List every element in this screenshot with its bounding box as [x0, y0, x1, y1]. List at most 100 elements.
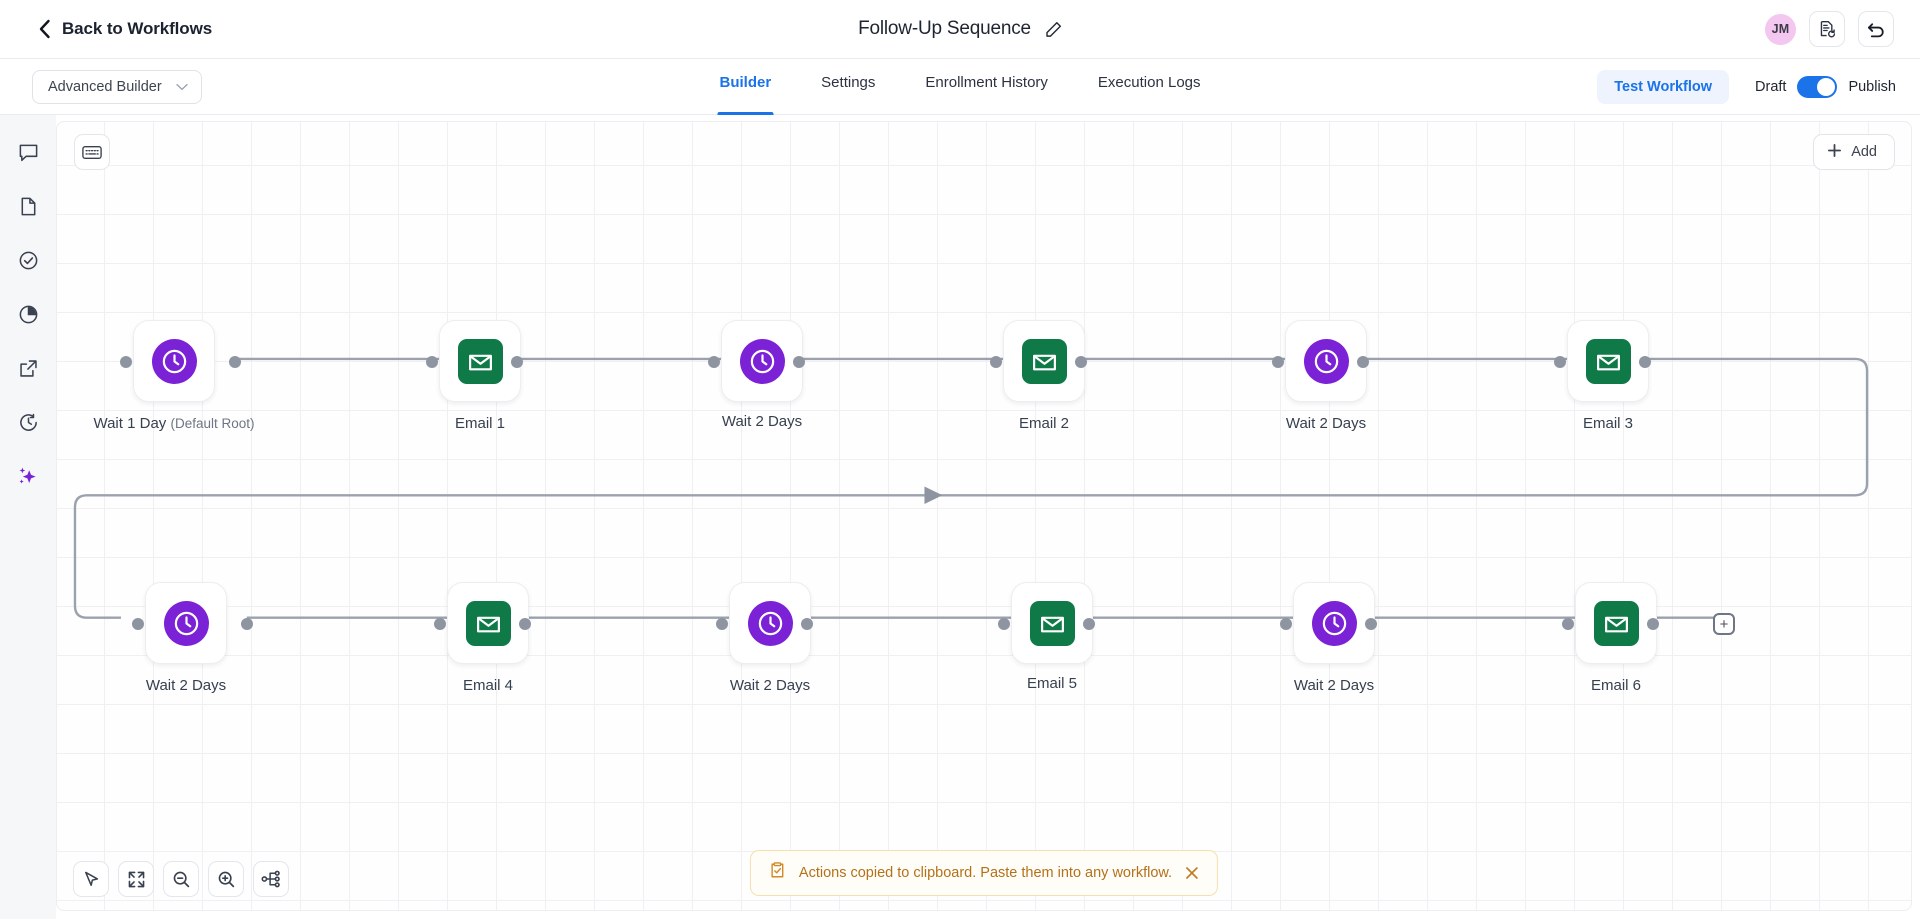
tab-bar-actions: Test Workflow Draft Publish: [1597, 69, 1896, 104]
back-to-workflows-label: Back to Workflows: [62, 19, 213, 38]
chevron-down-icon: [176, 79, 188, 95]
envelope-icon: [1585, 338, 1631, 384]
node-label-email-3: Email 3: [1583, 415, 1633, 432]
node-wait-2-days-b[interactable]: [1285, 320, 1367, 402]
node-port-in[interactable]: [120, 356, 132, 368]
node-email-4[interactable]: [447, 582, 529, 664]
node-port-out[interactable]: [1647, 618, 1659, 630]
node-port-in[interactable]: [1554, 356, 1566, 368]
label-main: Wait 2 Days: [1293, 677, 1375, 694]
node-port-out[interactable]: [519, 618, 531, 630]
node-port-in[interactable]: [708, 356, 720, 368]
node-email-1[interactable]: [439, 320, 521, 402]
node-port-out[interactable]: [1365, 618, 1377, 630]
tab-settings[interactable]: Settings: [821, 74, 876, 91]
label-main: Email 6: [1590, 677, 1642, 694]
tab-list: Builder Settings Enrollment History Exec…: [694, 59, 1225, 115]
node-label-wait-2-days-e: Wait 2 Days: [1294, 677, 1374, 694]
label-main: Email 2: [1018, 415, 1070, 432]
clock-history-icon[interactable]: [13, 407, 43, 437]
page-title: Follow-Up Sequence: [858, 18, 1031, 39]
node-port-out[interactable]: [241, 618, 253, 630]
label-main: Wait 2 Days: [729, 677, 811, 694]
node-port-out[interactable]: [1357, 356, 1369, 368]
tree-layout-icon[interactable]: [253, 861, 289, 897]
clock-icon: [151, 338, 197, 384]
plus-icon: [1827, 143, 1842, 162]
check-circle-icon[interactable]: [13, 245, 43, 275]
publish-toggle[interactable]: [1797, 75, 1838, 98]
node-port-out[interactable]: [1075, 356, 1087, 368]
test-workflow-button[interactable]: Test Workflow: [1597, 69, 1730, 104]
label-main: Email 1: [454, 415, 506, 432]
external-link-icon[interactable]: [13, 353, 43, 383]
top-header-bar: Back to Workflows Follow-Up Sequence JM: [0, 0, 1920, 59]
node-label-wait-2-days-a: Wait 2 Days: [722, 413, 802, 430]
toast-notification: Actions copied to clipboard. Paste them …: [749, 850, 1219, 896]
node-wait-1-day[interactable]: [133, 320, 215, 402]
builder-mode-select[interactable]: Advanced Builder: [32, 69, 202, 104]
close-icon[interactable]: [1185, 866, 1199, 880]
add-node-button[interactable]: Add: [1813, 134, 1895, 170]
node-email-3[interactable]: [1567, 320, 1649, 402]
zoom-in-icon[interactable]: [208, 861, 244, 897]
keyboard-icon[interactable]: [74, 134, 110, 170]
node-wait-2-days-e[interactable]: [1293, 582, 1375, 664]
envelope-icon: [457, 338, 503, 384]
undo-arrow-icon[interactable]: [1858, 11, 1894, 47]
node-wait-2-days-d[interactable]: [729, 582, 811, 664]
node-port-out[interactable]: [1083, 618, 1095, 630]
label-main: Email 5: [1026, 675, 1078, 692]
zoom-out-icon[interactable]: [163, 861, 199, 897]
node-port-out[interactable]: [793, 356, 805, 368]
node-port-in[interactable]: [998, 618, 1010, 630]
node-port-in[interactable]: [1562, 618, 1574, 630]
node-port-in[interactable]: [1272, 356, 1284, 368]
node-wait-2-days-c[interactable]: [145, 582, 227, 664]
label-main: Wait 2 Days: [721, 413, 803, 430]
builder-mode-label: Advanced Builder: [48, 78, 162, 95]
node-email-2[interactable]: [1003, 320, 1085, 402]
header-actions: JM: [1765, 11, 1894, 47]
pencil-icon[interactable]: [1045, 21, 1062, 38]
tab-builder[interactable]: Builder: [694, 59, 796, 115]
node-label-wait-2-days-d: Wait 2 Days: [730, 677, 810, 694]
node-port-out[interactable]: [229, 356, 241, 368]
node-email-5[interactable]: [1011, 582, 1093, 664]
label-main: Wait 2 Days: [145, 677, 227, 694]
clipboard-check-icon: [769, 862, 786, 884]
document-icon[interactable]: [13, 191, 43, 221]
node-label-wait-1-day: Wait 1 Day (Default Root): [93, 415, 254, 432]
node-port-in[interactable]: [426, 356, 438, 368]
node-label-email-4: Email 4: [463, 677, 513, 694]
workflow-canvas[interactable]: Add: [56, 121, 1912, 911]
back-to-workflows-button[interactable]: Back to Workflows: [38, 19, 212, 39]
tab-execution-logs[interactable]: Execution Logs: [1097, 74, 1201, 91]
sparkles-icon[interactable]: [13, 461, 43, 491]
chat-bubble-icon[interactable]: [13, 137, 43, 167]
label-main: Wait 1 Day: [93, 415, 167, 432]
node-port-out[interactable]: [1639, 356, 1651, 368]
node-label-email-5: Email 5: [1027, 675, 1077, 692]
node-port-in[interactable]: [716, 618, 728, 630]
avatar[interactable]: JM: [1765, 13, 1796, 45]
draft-label: Draft: [1755, 78, 1787, 95]
add-next-node-button[interactable]: +: [1713, 613, 1735, 635]
node-port-in[interactable]: [434, 618, 446, 630]
node-port-in[interactable]: [1280, 618, 1292, 630]
node-port-out[interactable]: [801, 618, 813, 630]
node-email-6[interactable]: [1575, 582, 1657, 664]
cursor-pointer-icon[interactable]: [73, 861, 109, 897]
node-port-in[interactable]: [132, 618, 144, 630]
label-main: Wait 2 Days: [1285, 415, 1367, 432]
document-refresh-icon[interactable]: [1809, 11, 1845, 47]
node-port-out[interactable]: [511, 356, 523, 368]
envelope-icon: [1593, 600, 1639, 646]
node-wait-2-days-a[interactable]: [721, 320, 803, 402]
clock-icon: [163, 600, 209, 646]
fit-screen-icon[interactable]: [118, 861, 154, 897]
node-port-in[interactable]: [990, 356, 1002, 368]
pie-chart-icon[interactable]: [13, 299, 43, 329]
tab-enrollment-history[interactable]: Enrollment History: [925, 74, 1048, 91]
canvas-container: Add: [56, 115, 1920, 919]
